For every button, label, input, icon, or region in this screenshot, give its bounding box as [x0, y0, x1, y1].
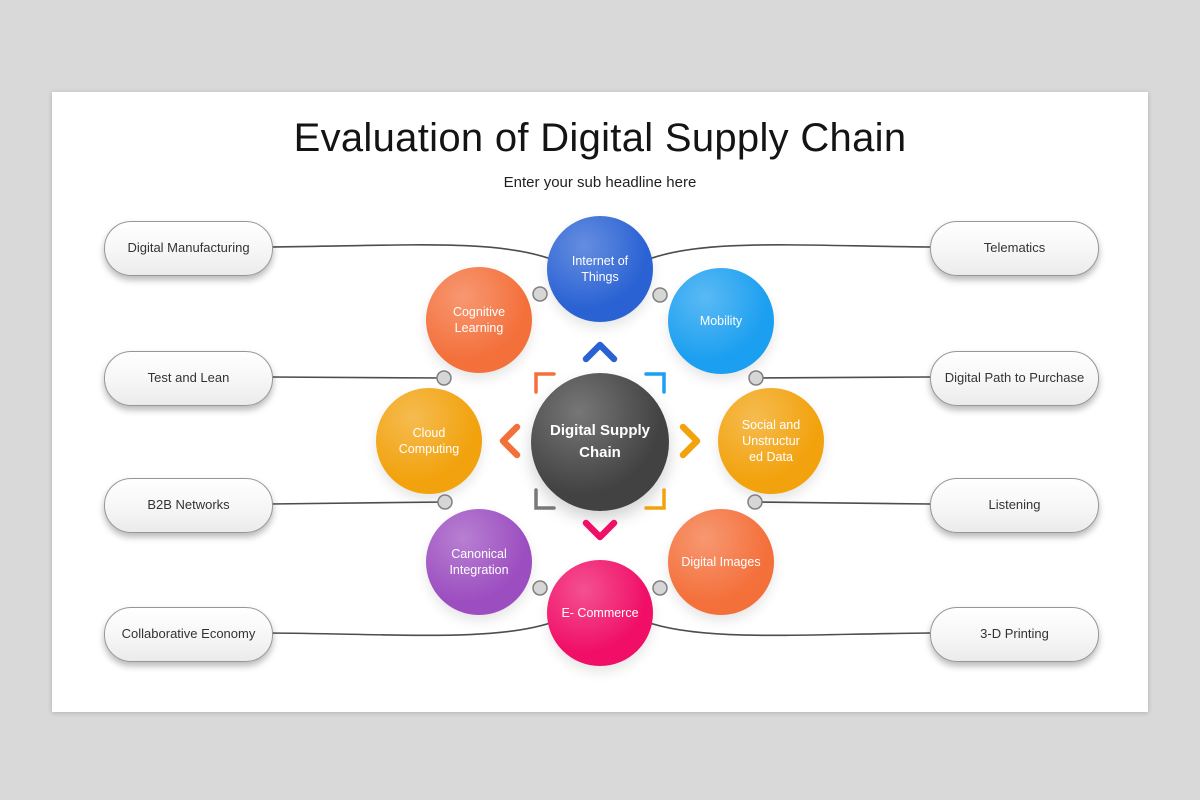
pill-label: Listening — [988, 496, 1041, 512]
node-digital-images: Digital Images — [668, 509, 774, 615]
node-e-commerce: E- Commerce — [547, 560, 653, 666]
pill-b2b-networks: B2B Networks — [104, 477, 273, 533]
pill-label: Digital Path to Purchase — [944, 369, 1085, 385]
pill-telematics: Telematics — [930, 220, 1099, 276]
node-label: Mobility — [699, 313, 743, 328]
pill-label: Telematics — [983, 239, 1046, 255]
page-subtitle: Enter your sub headline here — [503, 174, 697, 191]
node-label: Digital Images — [681, 554, 761, 569]
pill-3-d-printing: 3-D Printing — [930, 606, 1099, 662]
node-label: E- Commerce — [561, 605, 639, 620]
pill-label: Test and Lean — [147, 369, 230, 385]
pill-digital-manufacturing: Digital Manufacturing — [104, 220, 273, 276]
pill-collaborative-economy: Collaborative Economy — [104, 606, 273, 662]
pill-test-and-lean: Test and Lean — [104, 350, 273, 406]
node-mobility: Mobility — [668, 268, 774, 374]
pill-digital-path-to-purchase: Digital Path to Purchase — [930, 350, 1099, 406]
pill-label: 3-D Printing — [980, 625, 1049, 641]
pill-label: B2B Networks — [147, 496, 230, 512]
pill-label: Collaborative Economy — [121, 625, 256, 641]
page-title: Evaluation of Digital Supply Chain — [293, 116, 907, 160]
pill-listening: Listening — [930, 477, 1099, 533]
pill-label: Digital Manufacturing — [127, 239, 250, 255]
